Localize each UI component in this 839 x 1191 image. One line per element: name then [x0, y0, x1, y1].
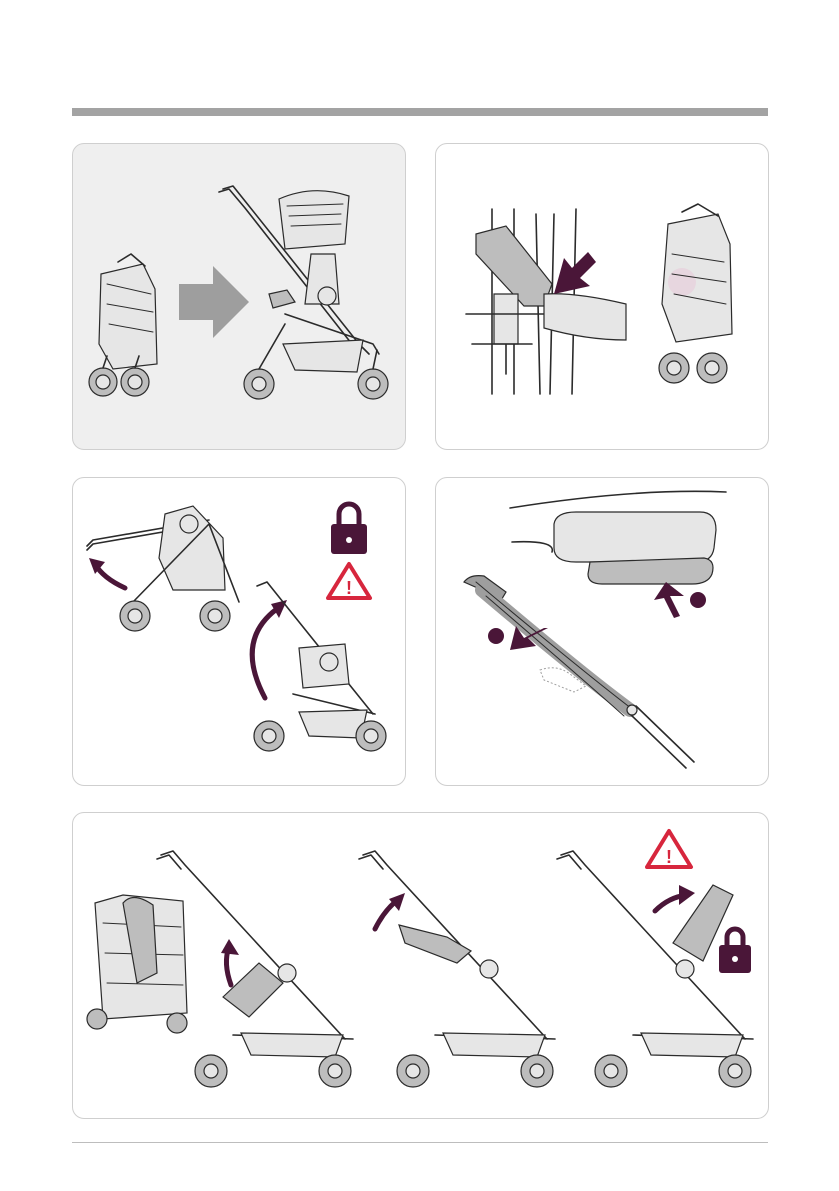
folded-stroller-drawing: [659, 204, 732, 383]
svg-text:!: !: [346, 578, 352, 598]
step-panel-2: [435, 143, 769, 450]
step-dot-1: [488, 628, 504, 644]
direction-arrow-icon: [179, 266, 249, 338]
folded-stroller-drawing: [89, 254, 157, 396]
partially-folded-stroller-drawing: [87, 506, 239, 631]
stroller-step-a-drawing: [157, 851, 353, 1087]
step-panel-4: [435, 477, 769, 786]
step-dot-2: [690, 592, 706, 608]
step-panel-3: !: [72, 477, 406, 786]
raise-seat-illustration: !: [73, 813, 768, 1118]
direction-arrow-icon: [654, 582, 684, 618]
step-panel-5: !: [72, 812, 769, 1119]
handle-closeup-drawing: [466, 209, 626, 394]
handle-button-closeup-drawing: [464, 491, 726, 768]
folded-stroller-side-drawing: [87, 895, 187, 1033]
svg-text:!: !: [666, 847, 672, 867]
lift-handlebar-illustration: !: [73, 478, 405, 785]
lock-icon: [331, 504, 367, 554]
footer-rule: [72, 1142, 768, 1143]
unfolded-stroller-drawing: [219, 186, 388, 399]
header-rule: [72, 108, 768, 116]
release-handle-illustration: [436, 144, 768, 449]
direction-arrow-icon: [252, 606, 281, 698]
warning-triangle-icon: !: [647, 831, 691, 867]
press-buttons-illustration: [436, 478, 768, 785]
warning-triangle-icon: !: [328, 564, 370, 598]
folded-to-unfolded-illustration: [73, 144, 405, 449]
lock-icon: [719, 929, 751, 973]
stroller-step-b-drawing: [359, 851, 555, 1087]
step-panel-1: [72, 143, 406, 450]
